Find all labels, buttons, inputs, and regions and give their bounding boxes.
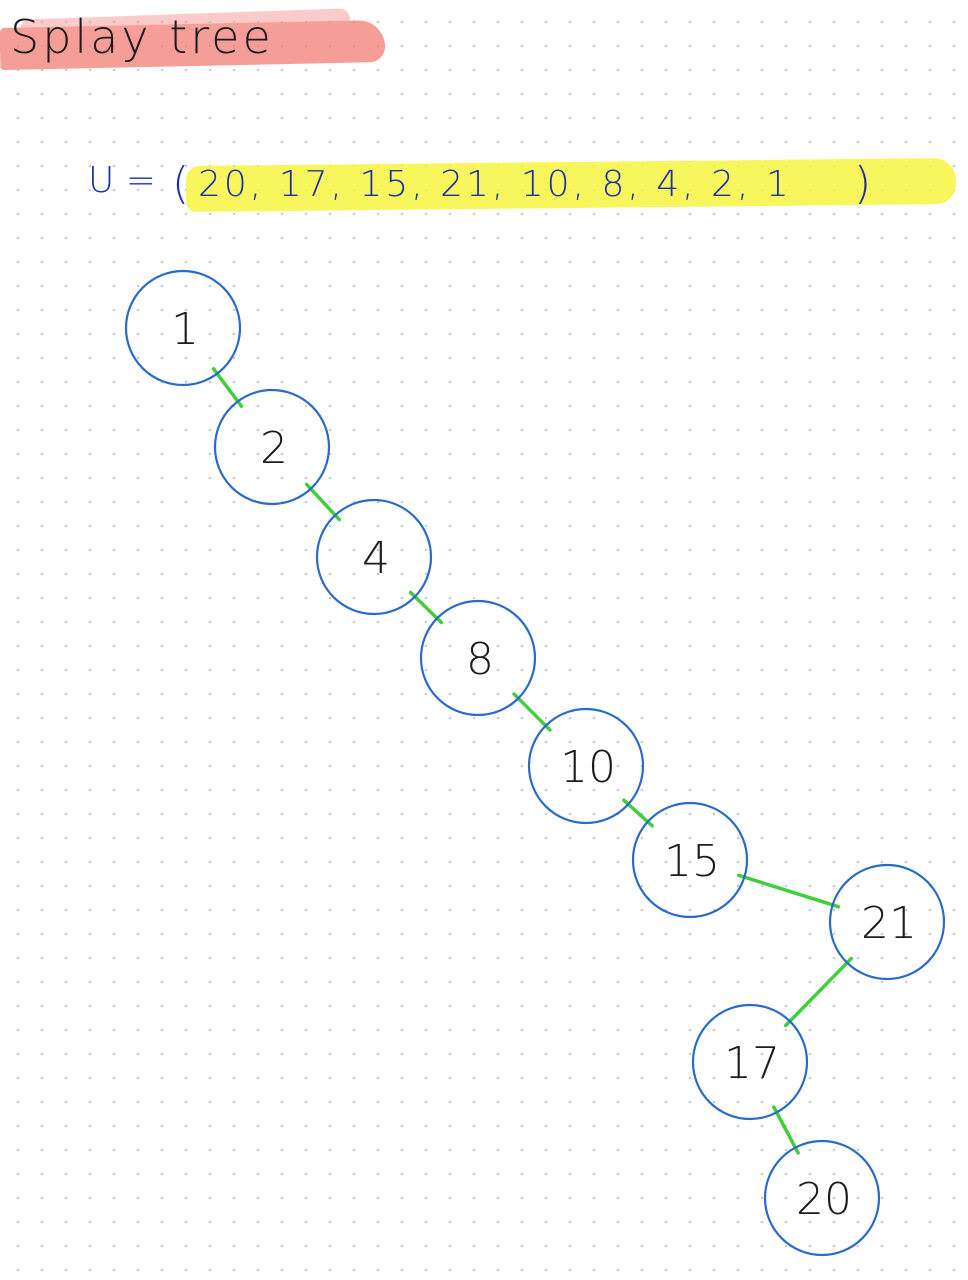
- title-block: Splay tree: [0, 6, 386, 78]
- edge-n8-n10: [512, 692, 552, 732]
- edge-n17-n20: [772, 1105, 800, 1155]
- sequence-block: U = ( 20, 17, 15, 21, 10, 8, 4, 2, 1 ): [88, 157, 957, 218]
- node-circle: [124, 269, 242, 387]
- node-circle: [419, 599, 537, 717]
- node-label: 10: [560, 742, 616, 793]
- node-label: 4: [362, 533, 390, 584]
- edge-n1-n2: [211, 367, 244, 408]
- node-label: 2: [260, 423, 288, 474]
- node-label: 20: [796, 1174, 852, 1225]
- tree-node-21: 21: [828, 863, 946, 981]
- edge-n15-n21: [736, 873, 841, 909]
- node-circle: [828, 863, 946, 981]
- node-label: 21: [861, 898, 917, 949]
- sequence-variable: U =: [88, 160, 156, 201]
- node-circle: [691, 1003, 809, 1121]
- node-label: 17: [724, 1038, 780, 1089]
- sequence-close-paren: ): [854, 158, 872, 209]
- tree-node-17: 17: [691, 1003, 809, 1121]
- node-circle: [527, 707, 645, 825]
- node-circle: [763, 1139, 881, 1257]
- tree-node-15: 15: [631, 801, 749, 919]
- sequence-values: 20, 17, 15, 21, 10, 8, 4, 2, 1: [198, 164, 792, 205]
- edge-n21-n17: [783, 956, 854, 1028]
- node-label: 15: [664, 836, 720, 887]
- edge-n2-n4: [304, 482, 342, 522]
- tree-node-8: 8: [419, 599, 537, 717]
- tree-edges: [211, 367, 854, 1155]
- node-label: 1: [171, 304, 199, 355]
- tree-node-1: 1: [124, 269, 242, 387]
- edge-n4-n8: [408, 590, 444, 625]
- tree-node-10: 10: [527, 707, 645, 825]
- tree-node-20: 20: [763, 1139, 881, 1257]
- page-title: Splay tree: [10, 10, 274, 64]
- tree-node-2: 2: [213, 388, 331, 506]
- tree-nodes: 1 2 4 8 10 15 21 17 20: [124, 269, 946, 1257]
- node-circle: [631, 801, 749, 919]
- node-circle: [315, 498, 433, 616]
- node-label: 8: [466, 634, 494, 685]
- node-circle: [213, 388, 331, 506]
- tree-node-4: 4: [315, 498, 433, 616]
- sequence-open-paren: (: [172, 158, 190, 209]
